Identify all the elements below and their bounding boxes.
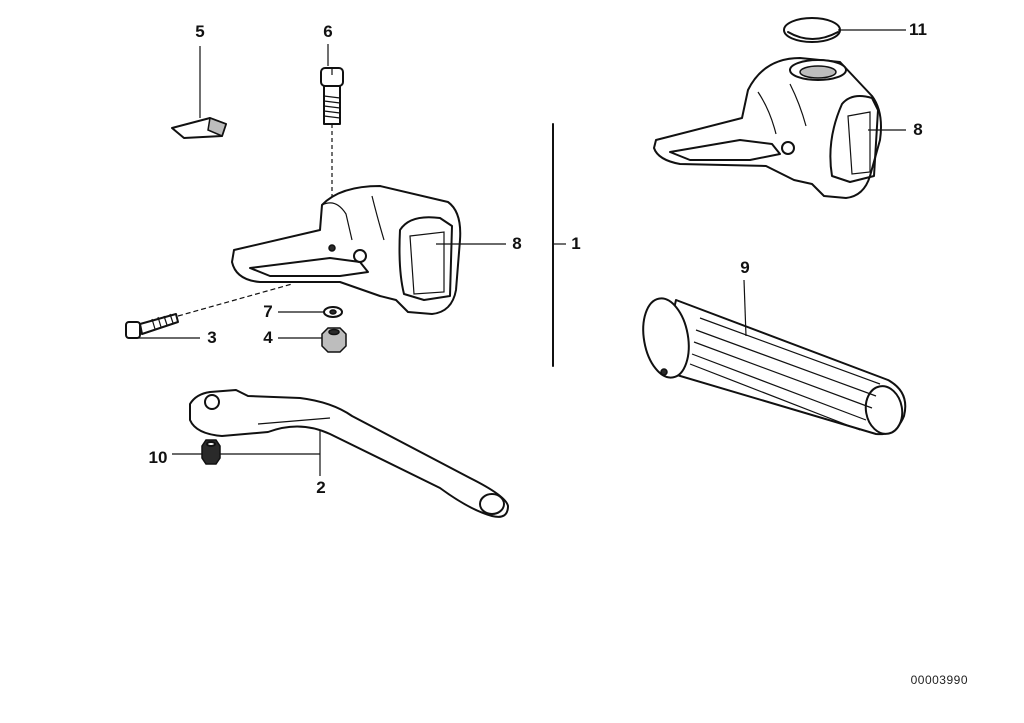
screw-3-axis-line <box>177 283 293 317</box>
part-4-nut <box>321 327 347 353</box>
callout-8-left: 8 <box>512 234 522 253</box>
part-7-washer <box>323 306 343 318</box>
part-8-housing-left <box>231 185 462 315</box>
callout-2: 2 <box>316 478 326 497</box>
leader-lines <box>136 29 906 476</box>
part-2-lever <box>189 389 509 518</box>
callout-8-right: 8 <box>913 120 923 139</box>
part-8-housing-right <box>653 57 882 199</box>
callout-7: 7 <box>263 302 273 321</box>
callout-9: 9 <box>740 258 750 277</box>
diagram-reference-number: 00003990 <box>910 673 968 687</box>
part-5-wedge <box>171 116 227 139</box>
callout-11: 11 <box>909 20 927 39</box>
callout-6: 6 <box>323 22 333 41</box>
part-3-screw <box>125 313 179 339</box>
callout-3: 3 <box>207 328 217 347</box>
part-11-cap <box>783 17 841 43</box>
part-6-bolt <box>320 67 344 125</box>
callout-5: 5 <box>195 22 205 41</box>
part-10-nut <box>201 439 221 465</box>
callout-10: 10 <box>148 448 168 467</box>
part-9-grip <box>642 297 907 436</box>
callout-1: 1 <box>571 234 581 253</box>
callout-4: 4 <box>263 328 273 347</box>
